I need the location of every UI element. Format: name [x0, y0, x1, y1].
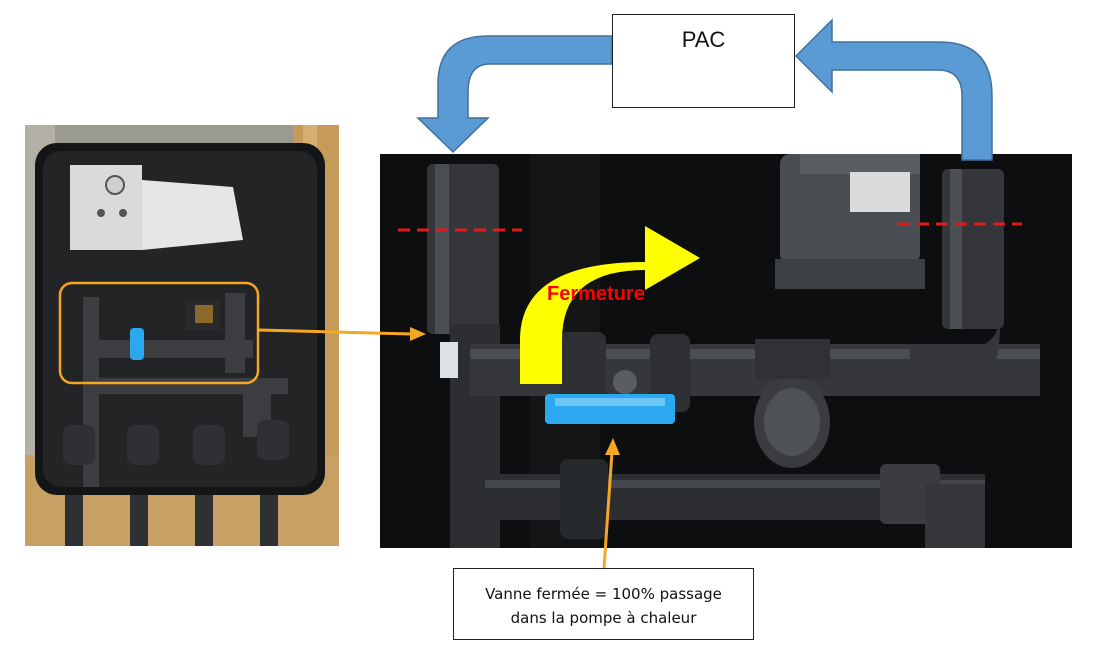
caption-line-1: Vanne fermée = 100% passage: [485, 585, 722, 603]
pac-box: PAC: [612, 14, 795, 108]
pac-label: PAC: [681, 27, 726, 52]
caption-box: Vanne fermée = 100% passage dans la pomp…: [453, 568, 754, 640]
flow-arrow-in: [794, 18, 993, 161]
pointer-arrow-photo: [258, 327, 426, 341]
closeup-photo: [380, 154, 1072, 548]
closing-arrow: [520, 226, 700, 384]
pointer-arrow-valve: [602, 438, 620, 569]
highlight-frame: [58, 281, 260, 385]
overview-photo: [25, 125, 339, 546]
caption-line-2: dans la pompe à chaleur: [510, 609, 697, 627]
closing-label: Fermeture: [547, 283, 645, 305]
flow-arrow-out: [416, 35, 613, 154]
